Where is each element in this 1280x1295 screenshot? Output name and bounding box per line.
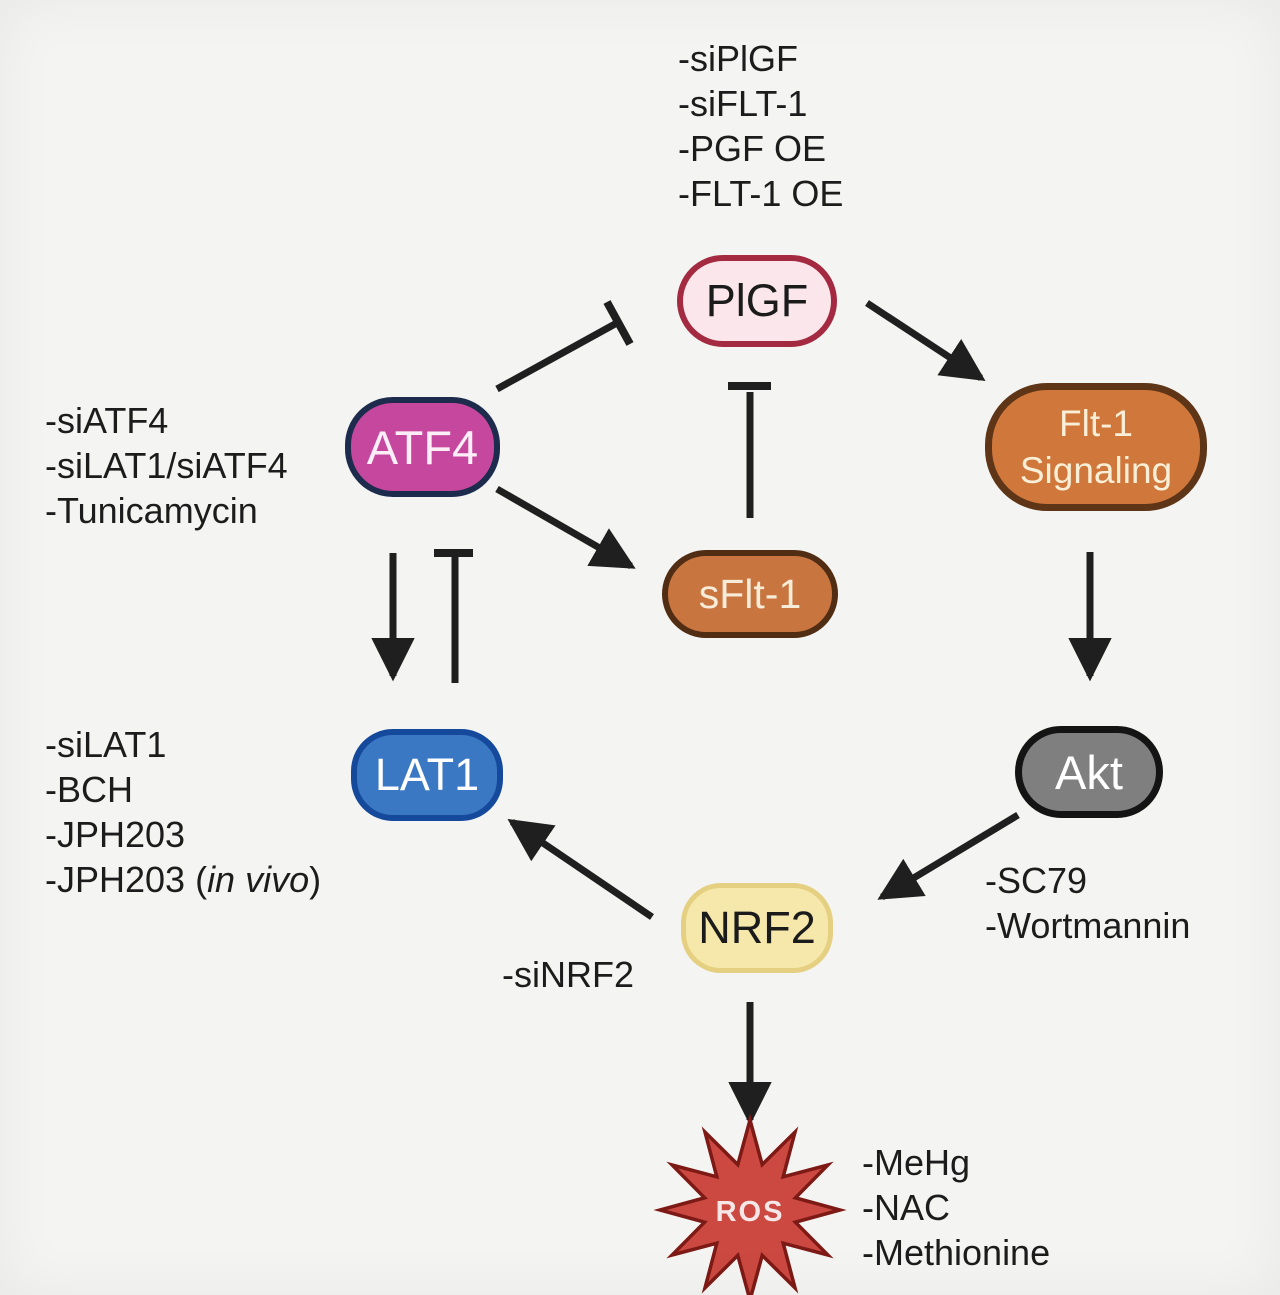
- node-lat1-label: LAT1: [374, 749, 480, 800]
- edge-nrf2-activates-lat1: [507, 818, 654, 920]
- treatment-label: -NAC: [862, 1187, 950, 1228]
- node-akt: Akt: [1015, 726, 1163, 818]
- node-ros-label: ROS: [715, 1196, 785, 1228]
- node-flt1-signaling: Flt-1 Signaling: [985, 383, 1207, 511]
- tbar-atf4-plgf: [603, 300, 634, 346]
- treatment-label: -BCH: [45, 769, 133, 810]
- atf4-treatments-list: -siATF4 -siLAT1/siATF4 -Tunicamycin: [45, 398, 288, 533]
- node-atf4-label: ATF4: [366, 420, 479, 474]
- treatment-label: -PGF OE: [678, 128, 827, 169]
- node-nrf2-label: NRF2: [698, 902, 816, 953]
- treatment-label: -JPH203 (in vivo): [45, 859, 322, 900]
- treatment-label: -siPlGF: [678, 38, 798, 79]
- node-lat1: LAT1: [351, 729, 503, 821]
- treatment-label: -FLT-1 OE: [678, 173, 844, 214]
- node-flt1-label-line1: Flt-1: [1059, 403, 1133, 444]
- node-plgf-label: PlGF: [705, 275, 809, 326]
- nrf2-treatment-label: -siNRF2: [502, 954, 634, 995]
- treatment-label: -Wortmannin: [985, 905, 1191, 946]
- edge-atf4-activates-sflt1: [495, 485, 636, 570]
- edge-atf4-inhibits-plgf: [495, 320, 617, 393]
- ros-treatments-list: -MeHg -NAC -Methionine: [862, 1140, 1050, 1275]
- node-sflt1-label: sFlt-1: [698, 570, 802, 617]
- treatment-label: -siATF4: [45, 400, 169, 441]
- akt-treatments-list: -SC79 -Wortmannin: [985, 858, 1190, 948]
- node-atf4: ATF4: [345, 397, 500, 497]
- treatment-label: -JPH203: [45, 814, 186, 855]
- node-plgf: PlGF: [677, 255, 837, 347]
- lat1-treatments-list: -siLAT1 -BCH -JPH203 -JPH203 (in vivo): [45, 722, 321, 902]
- treatment-label: -Methionine: [862, 1232, 1051, 1273]
- node-akt-label: Akt: [1055, 745, 1123, 799]
- plgf-treatments-list: -siPlGF -siFLT-1 -PGF OE -FLT-1 OE: [678, 36, 843, 216]
- treatment-label: -siLAT1: [45, 724, 167, 765]
- treatment-label: -siLAT1/siATF4: [45, 445, 288, 486]
- node-nrf2: NRF2: [681, 883, 833, 973]
- treatment-label: -siFLT-1: [678, 83, 808, 124]
- node-sflt1: sFlt-1: [662, 550, 838, 638]
- treatment-label: -MeHg: [862, 1142, 971, 1183]
- edge-plgf-activates-flt1: [865, 300, 986, 381]
- node-flt1-label-line2: Signaling: [1019, 450, 1173, 491]
- treatment-label: -SC79: [985, 860, 1088, 901]
- treatment-label: -Tunicamycin: [45, 490, 258, 531]
